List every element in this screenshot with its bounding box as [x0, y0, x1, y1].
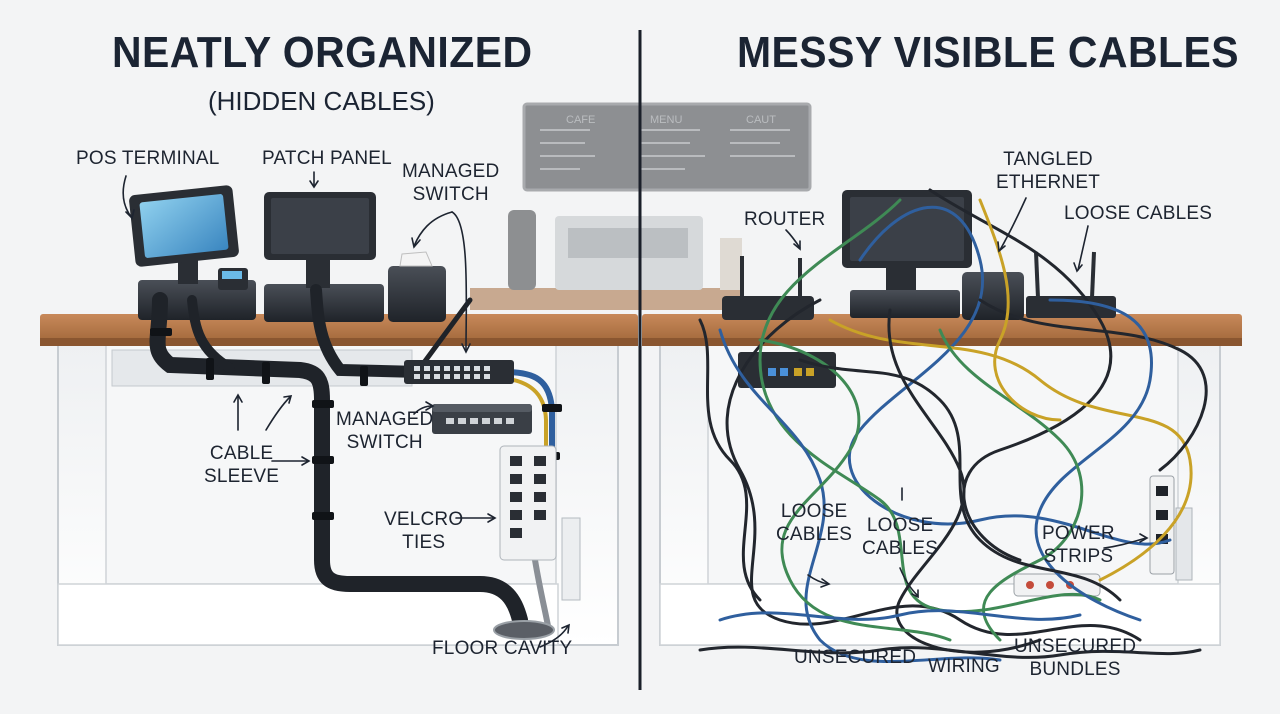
label-power-strips: POWER STRIPS [1042, 523, 1115, 567]
label-loose-cables-top: LOOSE CABLES [1064, 203, 1213, 224]
power-strip-floor [1013, 573, 1101, 597]
label-unsecured-bundles: UNSECURED BUNDLES [1014, 636, 1137, 680]
label-cable-sleeve: CABLE SLEEVE [204, 443, 280, 487]
label-router: ROUTER [744, 209, 826, 230]
wall-patch-strip [499, 445, 557, 561]
menu-board [522, 102, 812, 192]
right-pos-monitor [842, 190, 972, 318]
label-pos-terminal: POS TERMINAL [76, 148, 220, 169]
right-counter [642, 188, 1242, 663]
label-loose-cables-left: LOOSE CABLES [776, 501, 853, 545]
label-patch-panel: PATCH PANEL [262, 148, 392, 169]
left-panel-subtitle: (HIDDEN CABLES) [208, 86, 435, 116]
right-switch-router [1026, 251, 1116, 318]
label-floor-cavity: FLOOR CAVITY [432, 638, 573, 659]
pos-terminal [129, 185, 256, 320]
menu-board-word-2: MENU [650, 114, 683, 126]
power-strip-wall [1149, 475, 1193, 581]
label-loose-cables-center: LOOSE CABLES [862, 515, 939, 559]
label-wiring: WIRING [928, 656, 1000, 677]
patch-panel-device [264, 192, 384, 322]
grinder [508, 210, 536, 290]
left-counter [40, 185, 638, 646]
label-velcro-ties: VELCRO TIES [384, 509, 464, 553]
receipt-printer [388, 251, 446, 322]
background-cafe [470, 102, 812, 310]
floor-cavity-hole [493, 620, 555, 640]
annotation-arrows [122, 171, 1149, 648]
managed-switch-middle [432, 404, 532, 434]
menu-board-word-1: CAFE [566, 114, 596, 126]
label-tangled-ethernet: TANGLED ETHERNET [996, 149, 1100, 193]
velcro-ties [150, 328, 562, 520]
back-counter [470, 288, 740, 310]
cup-stack [720, 238, 742, 290]
right-printer [962, 272, 1024, 320]
label-managed-switch-top: MANAGED SWITCH [402, 161, 500, 205]
right-panel-title: MESSY VISIBLE CABLES [737, 28, 1239, 77]
label-unsecured: UNSECURED [794, 647, 917, 668]
right-patch-panel [738, 352, 836, 388]
menu-board-word-3: CAUT [746, 114, 776, 126]
left-panel-title: NEATLY ORGANIZED [112, 28, 533, 77]
tangled-cables [698, 188, 1208, 663]
managed-switch-top [404, 360, 514, 384]
label-managed-switch-mid: MANAGED SWITCH [336, 409, 434, 453]
